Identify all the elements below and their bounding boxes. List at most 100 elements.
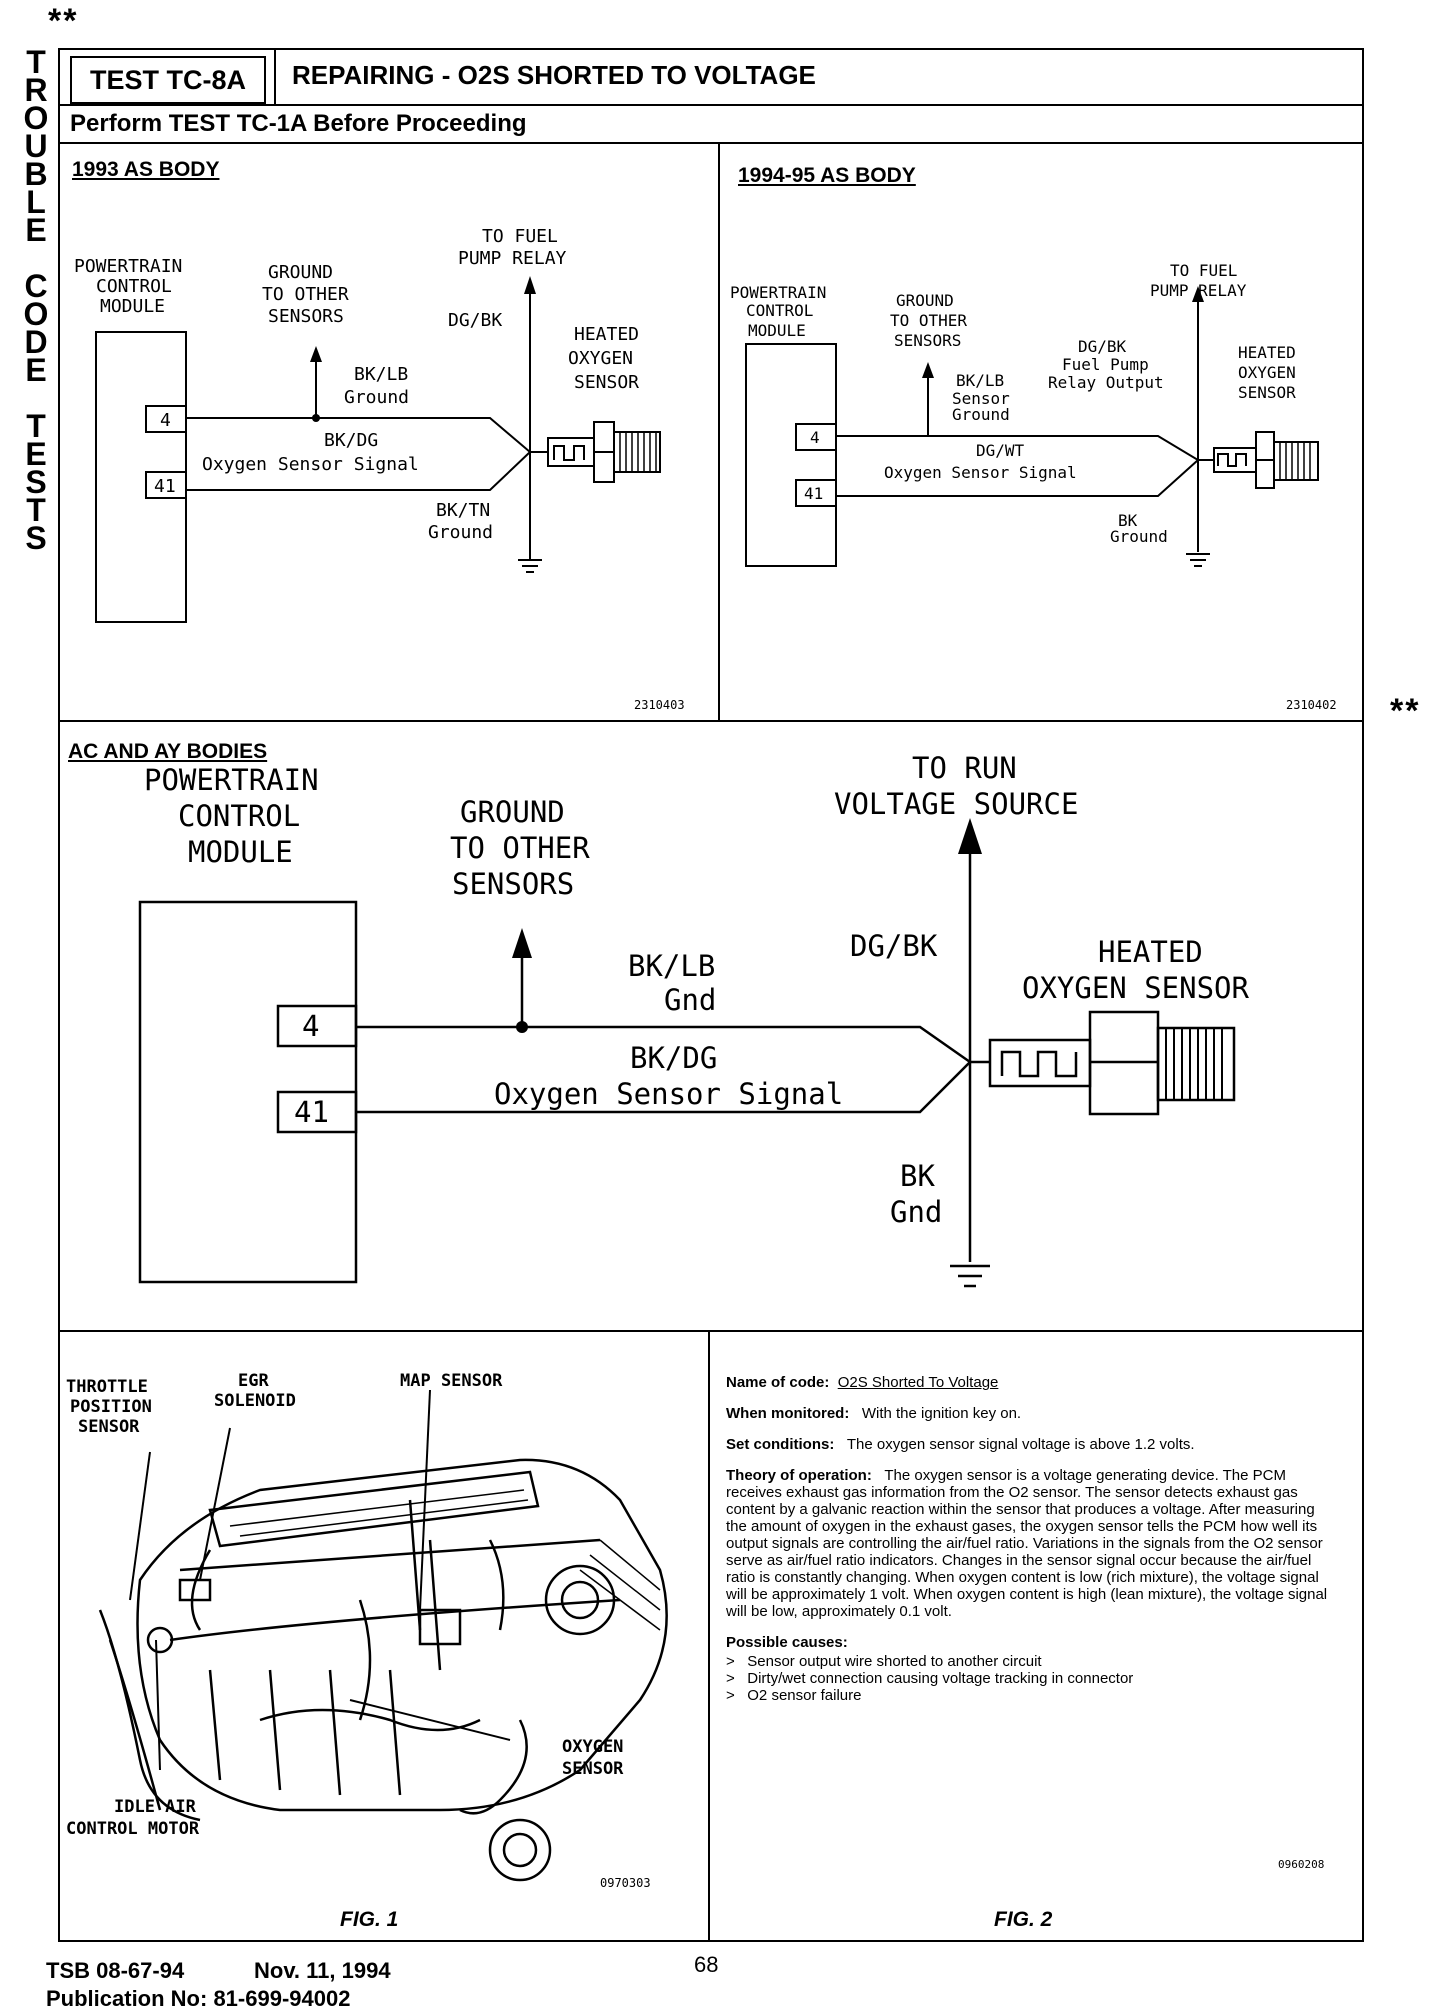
sensor-label-2: OXYGEN SENSOR bbox=[1022, 971, 1250, 1005]
code-description: Name of code: O2S Shorted To Voltage Whe… bbox=[726, 1374, 1336, 1704]
wire-gnd-2: Ground bbox=[344, 387, 409, 408]
sidebar-letter: T bbox=[26, 44, 46, 80]
ground-label-3: SENSORS bbox=[894, 331, 961, 350]
ground-label-3: SENSORS bbox=[268, 306, 344, 327]
wire-top-2: Fuel Pump bbox=[1062, 355, 1149, 374]
wire-sig-2: Oxygen Sensor Signal bbox=[884, 463, 1077, 482]
monitored-label: When monitored: bbox=[726, 1405, 850, 1422]
wire-top: DG/BK bbox=[448, 310, 502, 331]
sidebar-letter: S bbox=[25, 520, 47, 556]
sidebar-letter: E bbox=[25, 352, 47, 388]
sidebar-letter: D bbox=[24, 324, 48, 360]
wiring-diagram-ac: POWERTRAIN CONTROL MODULE GROUND TO OTHE… bbox=[138, 751, 1250, 1288]
tps-label-3: SENSOR bbox=[78, 1417, 140, 1437]
pin-4: 4 bbox=[810, 428, 820, 447]
tps-label-1: THROTTLE bbox=[66, 1377, 148, 1397]
iac-label-1: IDLE AIR bbox=[114, 1797, 197, 1817]
sensor-label-2: OXYGEN bbox=[1238, 363, 1296, 382]
cause-item: > Sensor output wire shorted to another … bbox=[726, 1653, 1042, 1670]
fuel-label-1: TO FUEL bbox=[482, 226, 558, 247]
module-label-2: CONTROL bbox=[746, 301, 813, 320]
bottom-divider bbox=[708, 1330, 710, 1942]
module-label-3: MODULE bbox=[188, 835, 293, 869]
module-label-3: MODULE bbox=[100, 296, 165, 317]
sensor-label-3: SENSOR bbox=[1238, 383, 1296, 402]
fig2-code: 0960208 bbox=[1278, 1858, 1325, 1871]
header-divider bbox=[274, 48, 276, 104]
wire-bottom-1: BK bbox=[900, 1159, 935, 1193]
right-stars: ** bbox=[1390, 692, 1421, 730]
wiring-diagram-1993: POWERTRAIN CONTROL MODULE GROUND TO OTHE… bbox=[74, 226, 661, 623]
wire-top-1: DG/BK bbox=[1078, 337, 1127, 356]
cause-item: > O2 sensor failure bbox=[726, 1687, 862, 1704]
diagram-code-1993: 2310403 bbox=[634, 698, 685, 712]
sensor-label-3: SENSOR bbox=[574, 372, 639, 393]
sidebar-letter: B bbox=[24, 156, 48, 192]
sidebar-letter: E bbox=[25, 212, 47, 248]
module-label-2: CONTROL bbox=[96, 276, 172, 297]
wire-gnd-1: BK/LB bbox=[956, 371, 1004, 390]
ground-label-2: TO OTHER bbox=[890, 311, 967, 330]
wire-bottom-2: Gnd bbox=[890, 1195, 942, 1229]
egr-label-2: SOLENOID bbox=[214, 1391, 296, 1411]
pin-4: 4 bbox=[160, 410, 171, 431]
sidebar-letter: T bbox=[26, 492, 46, 528]
fig1-caption: FIG. 1 bbox=[340, 1908, 399, 1931]
section-1994: 1994-95 AS BODY bbox=[738, 164, 916, 187]
wire-sig-2: Oxygen Sensor Signal bbox=[494, 1077, 843, 1111]
module-label-2: CONTROL bbox=[178, 799, 300, 833]
map-label: MAP SENSOR bbox=[400, 1371, 503, 1391]
wiring-diagram-1994: POWERTRAIN CONTROL MODULE GROUND TO OTHE… bbox=[730, 261, 1319, 567]
pin-4: 4 bbox=[302, 1009, 319, 1043]
sidebar-letter: L bbox=[26, 184, 46, 220]
set-label: Set conditions: bbox=[726, 1436, 835, 1453]
sidebar-letter: E bbox=[25, 436, 47, 472]
page-title: REPAIRING - O2S SHORTED TO VOLTAGE bbox=[292, 60, 816, 90]
pin-41: 41 bbox=[804, 484, 823, 503]
module-label-1: POWERTRAIN bbox=[74, 256, 182, 277]
tsb-number: TSB 08-67-94 bbox=[46, 1958, 185, 1983]
fuel-label-2: PUMP RELAY bbox=[1150, 281, 1247, 300]
causes-label: Possible causes: bbox=[726, 1634, 848, 1651]
top-label-1: TO RUN bbox=[912, 751, 1017, 785]
engine-illustration: THROTTLE POSITION SENSOR EGR SOLENOID MA… bbox=[66, 1371, 668, 1882]
header-rule-2 bbox=[58, 142, 1364, 144]
wire-bottom-1: BK/TN bbox=[436, 500, 490, 521]
page-number: 68 bbox=[694, 1952, 719, 1977]
sidebar-letter: C bbox=[24, 268, 48, 304]
name-label: Name of code: bbox=[726, 1374, 830, 1391]
wire-gnd-1: BK/LB bbox=[628, 949, 715, 983]
ground-label-3: SENSORS bbox=[452, 867, 574, 901]
ground-label-1: GROUND bbox=[460, 795, 565, 829]
top-stars: ** bbox=[48, 2, 79, 40]
top-divider bbox=[718, 142, 720, 720]
fuel-label-1: TO FUEL bbox=[1170, 261, 1237, 280]
set-value: The oxygen sensor signal voltage is abov… bbox=[846, 1436, 1195, 1453]
ground-label-2: TO OTHER bbox=[450, 831, 590, 865]
diagram-code-1994: 2310402 bbox=[1286, 698, 1337, 712]
top-label-2: VOLTAGE SOURCE bbox=[834, 787, 1078, 821]
section-ac: AC AND AY BODIES bbox=[68, 740, 268, 763]
wire-sig-1: BK/DG bbox=[630, 1041, 717, 1075]
ground-label-2: TO OTHER bbox=[262, 284, 349, 305]
theory-value: The oxygen sensor is a voltage generatin… bbox=[726, 1467, 1328, 1620]
wire-top-3: Relay Output bbox=[1048, 373, 1164, 392]
wire-bottom-2: Ground bbox=[428, 522, 493, 543]
wire-sig-1: BK/DG bbox=[324, 430, 378, 451]
egr-label-1: EGR bbox=[238, 1371, 269, 1391]
oxygen-label-2: SENSOR bbox=[562, 1759, 624, 1779]
fig1-code: 0970303 bbox=[600, 1876, 651, 1890]
cause-item: > Dirty/wet connection causing voltage t… bbox=[726, 1670, 1134, 1687]
sidebar-letter: O bbox=[23, 296, 49, 332]
ground-label-1: GROUND bbox=[268, 262, 333, 283]
wire-sig-2: Oxygen Sensor Signal bbox=[202, 454, 419, 475]
publication-number: Publication No: 81-699-94002 bbox=[46, 1986, 351, 2011]
wire-gnd-2: Gnd bbox=[664, 983, 716, 1017]
tps-label-2: POSITION bbox=[70, 1397, 152, 1417]
page-subtitle: Perform TEST TC-1A Before Proceeding bbox=[70, 110, 527, 137]
sidebar-letter: O bbox=[23, 100, 49, 136]
wire-gnd-3: Ground bbox=[952, 405, 1010, 424]
test-id: TEST TC-8A bbox=[70, 56, 266, 104]
sensor-label-1: HEATED bbox=[1098, 935, 1203, 969]
